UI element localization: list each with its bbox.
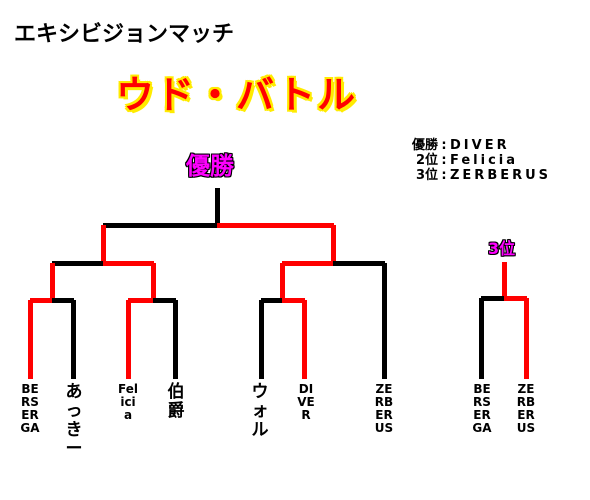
semi1-left-line (52, 261, 104, 266)
hakushaku-leg-line (173, 300, 178, 379)
qf3-right-line (282, 298, 305, 303)
result-name: DIVER (450, 138, 510, 153)
result-row-1st: 優勝:DIVER (402, 138, 551, 153)
qf2-left-line (128, 298, 154, 303)
result-separator: : (441, 168, 447, 183)
semi2-right-line (333, 261, 385, 266)
qf3-left-line (261, 298, 283, 303)
qf1-right-line (52, 298, 74, 303)
page-title: エキシビジョンマッチ (14, 22, 235, 47)
final-right-line (217, 223, 334, 228)
felicia-leg-line (126, 300, 131, 379)
third-stem-line (502, 262, 507, 299)
qf3-stem-line (280, 263, 285, 301)
result-row-2nd: 2位:Felicia (402, 153, 551, 168)
third-berserga-leg-line (479, 298, 484, 379)
result-name: Felicia (450, 153, 519, 168)
qf1-left-line (30, 298, 53, 303)
final-left-line (103, 223, 218, 228)
result-rank: 3位 (415, 168, 438, 183)
result-name: ZERBERUS (450, 168, 552, 183)
qf2-right-line (153, 298, 176, 303)
result-rank: 2位 (415, 153, 438, 168)
diver-leg-line (302, 300, 307, 379)
final-stem-line (215, 188, 220, 226)
third-match-player-berserga: BERSERGA (472, 382, 492, 435)
player-name-woru: ウォル (251, 382, 269, 440)
berserga-leg-line (28, 300, 33, 379)
results-summary: 優勝:DIVER 2位:Felicia 3位:ZERBERUS (402, 138, 551, 183)
semi2-stem-line (331, 225, 336, 264)
zerberus-leg-line (382, 263, 387, 379)
third-left-line (481, 296, 505, 301)
semi1-right-line (103, 261, 154, 266)
third-right-line (504, 296, 527, 301)
third-place-badge: 3位 (488, 239, 516, 258)
semi1-stem-line (101, 225, 106, 264)
semi2-left-line (282, 261, 334, 266)
result-rank: 優勝 (411, 138, 438, 153)
event-name: ウド・バトル (116, 73, 358, 117)
player-name-akki: あっきー (65, 382, 83, 459)
player-name-felicia: Felicia (118, 382, 138, 422)
woru-leg-line (259, 300, 264, 379)
third-zerberus-leg-line (524, 298, 529, 379)
player-name-hakushaku: 伯爵 (167, 382, 185, 421)
result-row-3rd: 3位:ZERBERUS (402, 168, 551, 183)
qf1-stem-line (50, 263, 55, 301)
result-separator: : (441, 138, 447, 153)
player-name-berserga: BERSERGA (20, 382, 40, 435)
player-name-diver: DIVER (297, 382, 315, 422)
akki-leg-line (71, 300, 76, 379)
result-separator: : (441, 153, 447, 168)
qf2-stem-line (151, 263, 156, 301)
champion-badge: 優勝 (186, 152, 234, 180)
third-match-player-zerberus: ZERBERUS (516, 382, 536, 435)
player-name-zerberus: ZERBERUS (374, 382, 394, 435)
